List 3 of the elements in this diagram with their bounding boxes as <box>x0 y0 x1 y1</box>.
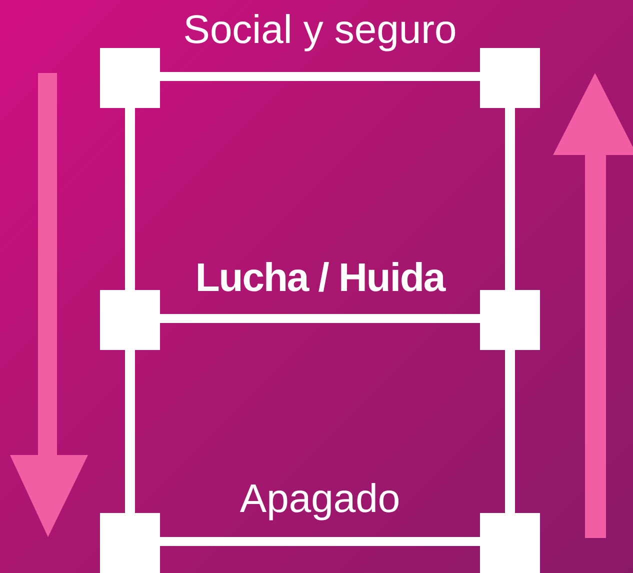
level-label: Apagado <box>240 477 400 521</box>
level-label: Social y seguro <box>183 8 457 52</box>
level-label: Lucha / Huida <box>195 256 445 300</box>
